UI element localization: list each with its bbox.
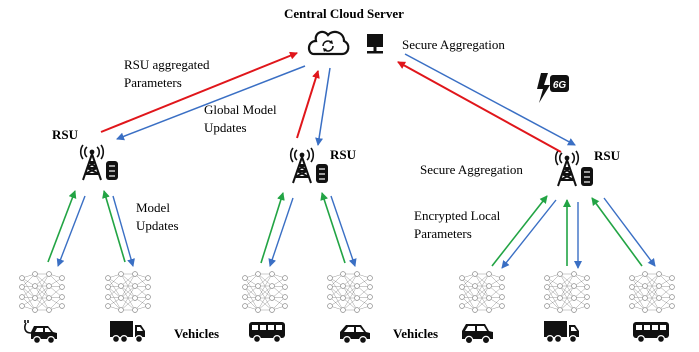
neural-network-icon-7 (629, 271, 675, 313)
bus-icon (248, 321, 286, 343)
arrow-nn3-down (268, 197, 294, 267)
arrow-nn7-down (603, 197, 656, 267)
suv-icon (461, 323, 494, 345)
rsu-label-center: RSU (330, 147, 357, 162)
model-updates-line2: Updates (136, 218, 179, 233)
bus-icon (632, 321, 670, 343)
vehicles-label-left: Vehicles (174, 326, 220, 341)
model-updates-label: Model Updates (136, 200, 179, 233)
rsu-aggregated-line1: RSU aggregated (124, 57, 210, 72)
arrow-nn2-down (112, 195, 135, 267)
car-icon (339, 324, 371, 344)
arrow-rsu3-to-cloud (397, 61, 562, 153)
cloud-sync-icon (307, 30, 350, 56)
arrow-nn1-up (47, 190, 77, 263)
global-model-line1: Global Model (204, 102, 277, 117)
arrow-nn2-up (102, 190, 126, 263)
neural-network-icon-4 (327, 271, 373, 313)
encrypted-line1: Encrypted Local (414, 208, 501, 223)
neural-network-icon-3 (242, 271, 288, 313)
encrypted-line2: Parameters (414, 226, 472, 241)
rsu-aggregated-line2: Parameters (124, 75, 182, 90)
rsu-label-right: RSU (594, 148, 621, 163)
arrow-rsu1-to-cloud (100, 51, 298, 133)
neural-network-icon-6 (544, 271, 590, 313)
rsu-tower-icon-center (289, 147, 329, 184)
diagram-title: Central Cloud Server (284, 6, 404, 21)
global-model-line2: Updates (204, 120, 247, 135)
arrow-nn1-down (56, 195, 86, 267)
arrow-nn3-up (260, 192, 285, 264)
arrow-nn5-up (491, 195, 548, 267)
rsu-label-left: RSU (52, 127, 79, 142)
arrow-nn5-down (501, 199, 557, 269)
ev-car-icon (24, 319, 58, 345)
server-icon (367, 34, 383, 54)
encrypted-local-label: Encrypted Local Parameters (414, 208, 500, 241)
secure-aggregation-top-label: Secure Aggregation (402, 37, 505, 52)
rsu-tower-icon-left (79, 144, 119, 181)
6g-label: 6G (553, 80, 567, 91)
vehicles-label-right: Vehicles (393, 326, 439, 341)
rsu-aggregated-label: RSU aggregated Parameters (124, 57, 210, 90)
6g-network-icon: 6G (537, 73, 569, 103)
rsu-tower-icon-right (554, 150, 594, 187)
neural-network-icon-2 (105, 271, 151, 313)
arrow-cloud-to-rsu3 (404, 53, 576, 146)
arrow-rsu2-to-cloud (296, 70, 320, 139)
arrow-cloud-to-rsu1 (116, 65, 306, 141)
arrow-nn4-up (320, 192, 346, 264)
neural-network-icon-5 (459, 271, 505, 313)
global-model-label: Global Model Updates (204, 102, 277, 135)
arrow-cloud-to-rsu2 (315, 67, 331, 146)
neural-network-icon-1 (19, 271, 65, 313)
truck-icon (109, 320, 146, 343)
model-updates-line1: Model (136, 200, 170, 215)
secure-aggregation-right-label: Secure Aggregation (420, 162, 523, 177)
truck-icon (543, 320, 580, 343)
arrow-nn7-up (591, 197, 643, 267)
arrow-nn4-down (330, 195, 357, 267)
